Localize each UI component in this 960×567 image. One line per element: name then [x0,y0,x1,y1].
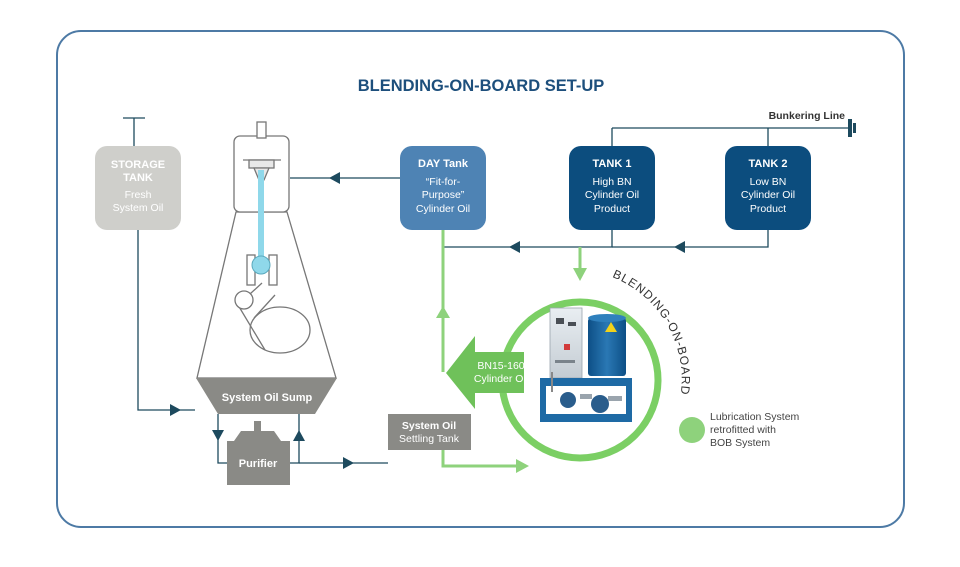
flow-arrows [170,172,685,469]
day-tank-box [400,146,486,230]
tank-2-text-2: Cylinder Oil [741,189,795,201]
bob-unit-illustration [540,307,632,422]
arrow-manifold-2 [674,241,685,253]
green-arrow-up [436,306,450,318]
storage-tank-box [95,146,181,230]
tank-2-text-3: Product [750,203,786,215]
purifier [227,421,290,485]
tank-1-text-3: Product [594,203,630,215]
bunkering-flange [848,119,852,137]
bn-cylinder-oil-arrow [446,336,524,409]
legend-text-1: Lubrication System [710,411,800,423]
system-oil-sump [196,378,337,414]
bn-arrow-text-2: Cylinder Oil [474,373,528,385]
diagram-title: BLENDING-ON-BOARD SET-UP [358,77,605,95]
arrow-to-engine [329,172,340,184]
tank-2-text-1: Low BN [750,176,787,188]
arrow-manifold-1 [509,241,520,253]
day-tank-title: DAY Tank [418,158,469,170]
crosshead [251,255,271,275]
day-tank-text-1: “Fit-for- [426,176,461,188]
purifier-label: Purifier [239,458,278,470]
tank-2-box [725,146,811,230]
bn-arrow-text-1: BN15-160 [477,360,524,372]
storage-tank-text-2: System Oil [113,202,164,214]
piston-rod [258,170,264,263]
day-tank-text-2: Purpose” [422,189,465,201]
arrow-to-purifier [212,430,224,441]
settling-tank-box [388,414,471,450]
green-arrow-down [573,268,587,281]
legend-text-2: retrofitted with [710,424,776,436]
tank-2-title: TANK 2 [749,158,788,170]
storage-tank-text-1: Fresh [125,189,152,201]
storage-tank-title-2: TANK [123,172,153,184]
storage-tank-title-1: STORAGE [111,159,165,171]
outer-frame [56,30,905,528]
tank-1-box [569,146,655,230]
legend-text-3: BOB System [710,437,770,449]
engine-crankshaft [249,306,311,354]
sump-label: System Oil Sump [222,392,313,404]
arrow-to-sump [170,404,181,416]
day-tank-text-3: Cylinder Oil [416,203,470,215]
legend-green-dot [679,417,705,443]
arrow-from-purifier [293,430,305,441]
crank-pin [234,290,254,310]
bunkering-line-label: Bunkering Line [769,110,846,122]
bob-lines [441,230,582,468]
settling-tank-title: System Oil [402,420,456,432]
tank-1-text-2: Cylinder Oil [585,189,639,201]
arrow-to-settling [343,457,354,469]
settling-tank-text: Settling Tank [399,433,460,445]
tank-1-text-1: High BN [592,176,631,188]
tank-1-title: TANK 1 [593,158,632,170]
green-arrow-right [516,459,529,473]
